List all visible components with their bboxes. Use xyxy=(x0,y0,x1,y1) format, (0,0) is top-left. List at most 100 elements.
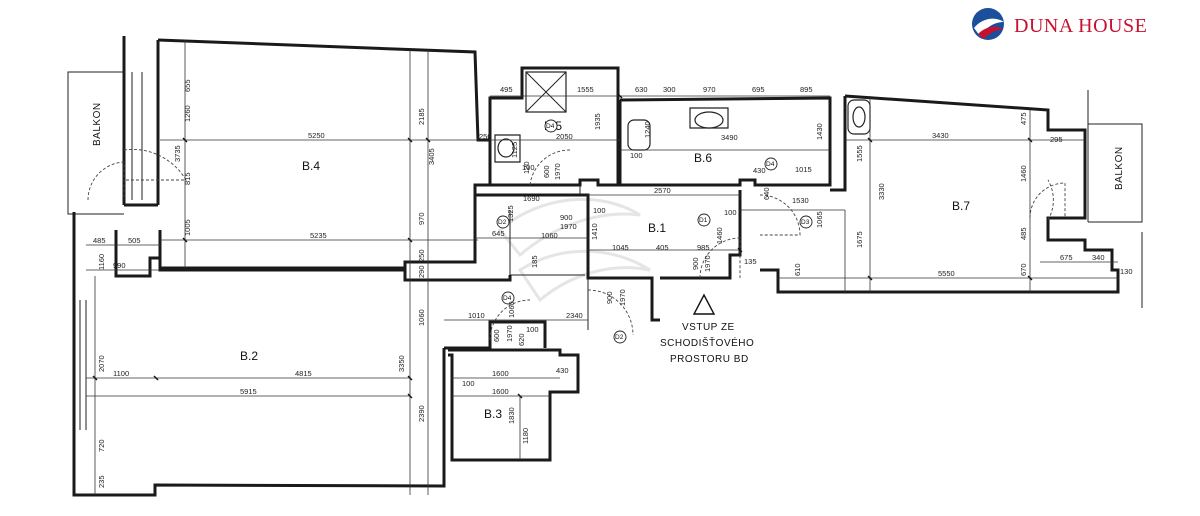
entrance-line-2: SCHODIŠŤOVÉHO xyxy=(660,336,754,349)
entrance-line-1: VSTUP ZE xyxy=(682,322,735,333)
dim-b1-640: 640 xyxy=(762,187,771,200)
dim-b1-645: 645 xyxy=(492,229,505,238)
door-tag-b3: D2 xyxy=(615,334,624,341)
dim-b2-1060b: 1060 xyxy=(507,301,516,318)
dim-b2-2390: 2390 xyxy=(417,405,426,422)
dim-b4-h2: 3735 xyxy=(173,145,182,162)
room-label-b1: B.1 xyxy=(648,221,666,235)
balcony-label-left: BALKON xyxy=(92,102,103,146)
dim-b2-1060: 1060 xyxy=(417,309,426,326)
dim-b7-675: 675 xyxy=(1060,253,1073,262)
dim-b5-shower: 250 xyxy=(479,132,492,141)
dim-b6-w5: 895 xyxy=(800,85,813,94)
door-swing-d2 xyxy=(587,289,634,336)
dim-b2-290: 290 xyxy=(417,265,426,278)
dim-b6-w4: 695 xyxy=(752,85,765,94)
dimension-texts: 5250 5235 485 505 990 495 1555 2050 250 … xyxy=(93,85,1133,396)
room-label-b4: B.4 xyxy=(302,159,320,173)
door-swing-b7 xyxy=(1047,179,1054,221)
dim-b1-1065: 1065 xyxy=(815,211,824,228)
dim-bal-w2: 505 xyxy=(128,236,141,245)
dim-b5-small: 100 xyxy=(522,163,535,172)
dim-b4-width: 5250 xyxy=(308,131,325,140)
dim-b1-1045: 1045 xyxy=(612,243,629,252)
dim-b4-h1: 1260 xyxy=(183,105,192,122)
dim-b2-3350: 3350 xyxy=(397,355,406,372)
dim-b1-100b: 100 xyxy=(724,208,737,217)
dim-b1-135: 135 xyxy=(744,257,757,266)
dim-b6-w3: 970 xyxy=(703,85,716,94)
dim-b2-h1: 1160 xyxy=(97,254,106,270)
dim-b2-1100: 1100 xyxy=(113,369,129,378)
dimension-ticks xyxy=(92,93,1033,399)
dim-b2-5915: 5915 xyxy=(240,387,257,396)
dim-b6-w2: 300 xyxy=(663,85,676,94)
dim-b2-1970: 1970 xyxy=(505,325,514,342)
dim-b3-1830: 1830 xyxy=(507,407,516,424)
dim-b5-w2: 1555 xyxy=(577,85,594,94)
door-swing-right-balcony xyxy=(1029,182,1066,219)
dim-b4-width-lower: 5235 xyxy=(310,231,327,240)
dimension-lines xyxy=(86,40,1118,495)
dim-b1-1530: 1530 xyxy=(792,196,809,205)
entrance-arrow-icon xyxy=(692,293,716,315)
room-label-b2: B.2 xyxy=(240,349,258,363)
fixtures xyxy=(494,71,871,163)
dim-b1-405: 405 xyxy=(656,243,669,252)
dim-d2-1970: 1970 xyxy=(618,289,627,306)
dim-b6-h: 1430 xyxy=(815,123,824,140)
dim-b7-left: 1675 xyxy=(855,231,864,248)
door-swing-b2 xyxy=(489,299,531,341)
dim-b5-w3: 2050 xyxy=(556,132,573,141)
dim-b1-door: 900 xyxy=(560,213,573,222)
door-swing-d3 xyxy=(759,194,801,236)
dim-b7-h2: 1460 xyxy=(1019,165,1028,182)
dim-b4-h3: 815 xyxy=(183,172,192,185)
dim-b3-1180: 1180 xyxy=(521,428,530,444)
room-label-b7: B.7 xyxy=(952,199,970,213)
dim-b7-h4: 670 xyxy=(1019,263,1028,276)
dim-b1-900v: 900 xyxy=(691,257,700,270)
door-tag-b7: D3 xyxy=(801,219,810,226)
balcony-label-right: BALKON xyxy=(1114,146,1125,190)
dim-b6-side: 1015 xyxy=(795,165,812,174)
dim-b2-620: 620 xyxy=(517,333,526,346)
dim-b1-185: 185 xyxy=(530,255,539,268)
dim-b4-depth: 3405 xyxy=(427,148,436,165)
dim-b7-bottom: 5550 xyxy=(938,269,955,278)
dim-b1-1060: 1060 xyxy=(541,231,558,240)
dimension-texts-vertical: 655 1260 3735 815 1005 3405 2185 970 116… xyxy=(97,79,1028,488)
dim-b2-2340: 2340 xyxy=(566,311,583,320)
dim-b4-depth2: 2185 xyxy=(417,108,426,125)
dim-b7-340: 340 xyxy=(1092,253,1105,262)
dim-b1-w: 2570 xyxy=(654,186,671,195)
dim-b1-h1: 1690 xyxy=(523,194,540,203)
dim-b5-w1: 495 xyxy=(500,85,513,94)
walls xyxy=(67,36,1143,497)
dim-b6-w1: 630 xyxy=(635,85,648,94)
dim-b3-1600: 1600 xyxy=(492,369,509,378)
brand-name: DUNA HOUSE xyxy=(1014,15,1147,37)
dim-b4-side: 970 xyxy=(417,212,426,225)
logo-wave-accent xyxy=(978,26,1003,39)
dim-b2-235: 235 xyxy=(97,475,106,488)
dim-b7-w1: 3430 xyxy=(932,131,949,140)
dim-b1-1460: 1460 xyxy=(715,227,724,244)
dim-b2-1010: 1010 xyxy=(468,311,485,320)
dim-b5-door: 600 xyxy=(542,165,551,178)
dim-b2-offset: 990 xyxy=(113,261,126,270)
door-swing-b5 xyxy=(529,149,571,186)
dim-b7-h: 3330 xyxy=(877,183,886,200)
dim-bal-w1: 485 xyxy=(93,236,106,245)
dim-b1-985: 985 xyxy=(697,243,710,252)
dim-b2-600: 600 xyxy=(492,329,501,342)
dim-b5-c: 120 xyxy=(522,161,531,174)
dim-b1-1970v: 1970 xyxy=(703,255,712,272)
duna-house-logo: DUNA HOUSE xyxy=(972,8,1147,40)
dim-b6-wc: 1240 xyxy=(643,121,652,138)
dim-b5-h: 1935 xyxy=(593,113,602,130)
entrance-line-3: PROSTORU BD xyxy=(670,354,749,365)
dim-b6-total: 3490 xyxy=(721,133,738,142)
room-label-b6: B.6 xyxy=(694,151,712,165)
